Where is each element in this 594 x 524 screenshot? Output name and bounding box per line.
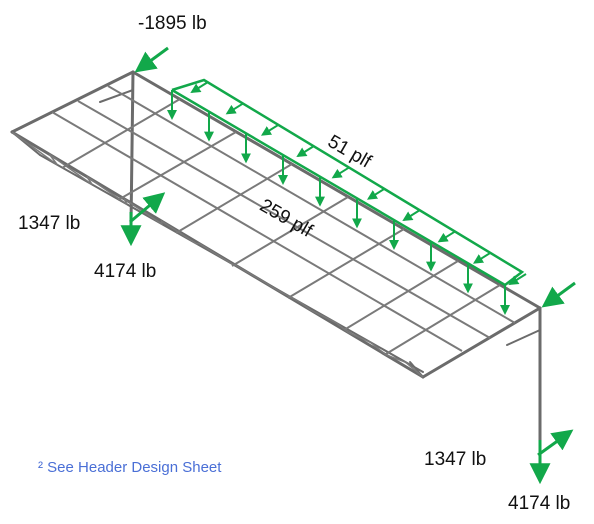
uplift-load-arrow xyxy=(296,145,315,158)
truss-web-zigzag xyxy=(11,131,424,378)
left-knee-brace xyxy=(99,89,134,103)
front-truss-webbing xyxy=(11,131,424,378)
left-post-horizontal-load-label: 1347 lb xyxy=(18,213,81,234)
right-post-horizontal-load-label: 1347 lb xyxy=(424,449,487,470)
uplift-load-arrow xyxy=(437,230,456,243)
uplift-load-arrow xyxy=(472,251,492,264)
right-post-vertical-load-label: 4174 lb xyxy=(508,493,571,514)
line-load-arrows xyxy=(167,81,527,315)
right-post-horizontal-arrow xyxy=(537,429,574,457)
roof-grid xyxy=(51,85,516,355)
uplift-load-arrow xyxy=(190,81,209,94)
left-post-horizontal-arrow xyxy=(129,192,166,224)
left-post xyxy=(129,70,135,227)
top-post-horizontal-load-label: -1895 lb xyxy=(138,13,207,34)
right-post-top-arrow xyxy=(541,281,576,308)
uplift-line-load xyxy=(171,78,525,286)
uplift-load-arrow xyxy=(508,273,527,286)
back-header-beam xyxy=(131,70,542,310)
right-knee-brace xyxy=(506,329,541,346)
gravity-load-top-line xyxy=(171,88,506,287)
left-post-vertical-load-label: 4174 lb xyxy=(94,261,157,282)
uplift-load-arrow xyxy=(260,123,280,136)
uplift-load-arrow xyxy=(366,187,386,200)
left-edge-beam xyxy=(10,70,135,134)
uplift-load-arrow xyxy=(331,166,350,179)
gravity-line-load xyxy=(171,88,506,287)
uplift-load-arrow xyxy=(402,209,421,222)
uplift-load-arrow xyxy=(225,102,244,115)
header-design-footnote: ² See Header Design Sheet xyxy=(38,459,222,476)
right-edge-beam xyxy=(421,306,542,379)
reaction-arrows xyxy=(120,46,576,485)
uplift-load-top-line xyxy=(171,78,525,286)
top-post-horizontal-arrow xyxy=(134,46,169,73)
